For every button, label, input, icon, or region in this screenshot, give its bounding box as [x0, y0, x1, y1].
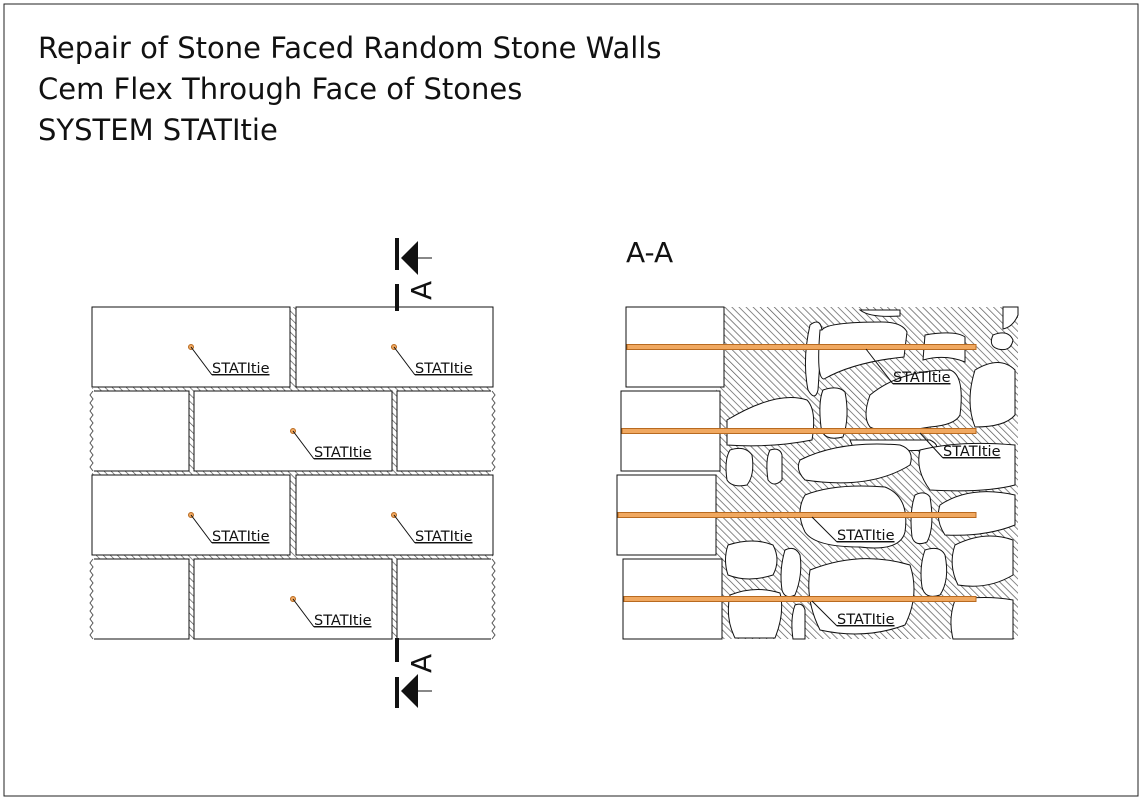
section-marker-top: A — [395, 238, 438, 311]
sheet-border — [3, 3, 1139, 797]
tie-label: STATItie — [893, 370, 951, 386]
break-line-icon — [89, 390, 94, 472]
tie-label: STATItie — [415, 529, 473, 545]
tie-bar — [626, 344, 977, 350]
tie-label: STATItie — [212, 361, 270, 377]
wall-elevation — [86, 306, 499, 641]
tie-label: STATItie — [314, 445, 372, 461]
section-tie-callout: STATItie — [811, 516, 895, 544]
title-line-2: Cem Flex Through Face of Stones — [38, 72, 522, 106]
section-tie-callout: STATItie — [865, 348, 951, 386]
section-marker-bottom: A — [395, 638, 438, 708]
wall-section — [616, 306, 1019, 640]
title-line-1: Repair of Stone Faced Random Stone Walls — [38, 31, 661, 65]
stone-block — [396, 390, 494, 472]
tie-bar — [623, 596, 977, 602]
tie-bar — [621, 428, 977, 434]
tie-callout: STATItie — [391, 344, 473, 377]
tie-callout: STATItie — [290, 428, 372, 461]
title-line-3: SYSTEM STATItie — [38, 113, 278, 147]
tie-label: STATItie — [415, 361, 473, 377]
break-line-icon — [491, 390, 496, 472]
arrow-left-icon — [401, 241, 418, 275]
section-letter: A — [405, 654, 438, 673]
tie-callout: STATItie — [188, 344, 270, 377]
section-tie-callout: STATItie — [919, 432, 1001, 460]
tie-label: STATItie — [837, 528, 895, 544]
rubble-stones — [725, 306, 1019, 640]
stone-block — [396, 558, 494, 640]
section-title: A-A — [626, 236, 673, 269]
stone-block — [91, 390, 190, 472]
break-line-icon — [491, 558, 496, 640]
section-letter: A — [405, 281, 438, 300]
tie-label: STATItie — [314, 613, 372, 629]
tie-bar — [617, 512, 977, 518]
arrow-left-icon — [401, 674, 418, 708]
tie-label: STATItie — [943, 444, 1001, 460]
tie-callout: STATItie — [391, 512, 473, 545]
stone-block — [91, 558, 190, 640]
section-tie-callout: STATItie — [811, 600, 895, 628]
tie-callout: STATItie — [188, 512, 270, 545]
tie-label: STATItie — [837, 612, 895, 628]
break-line-icon — [89, 558, 94, 640]
tie-callout: STATItie — [290, 596, 372, 629]
tie-label: STATItie — [212, 529, 270, 545]
